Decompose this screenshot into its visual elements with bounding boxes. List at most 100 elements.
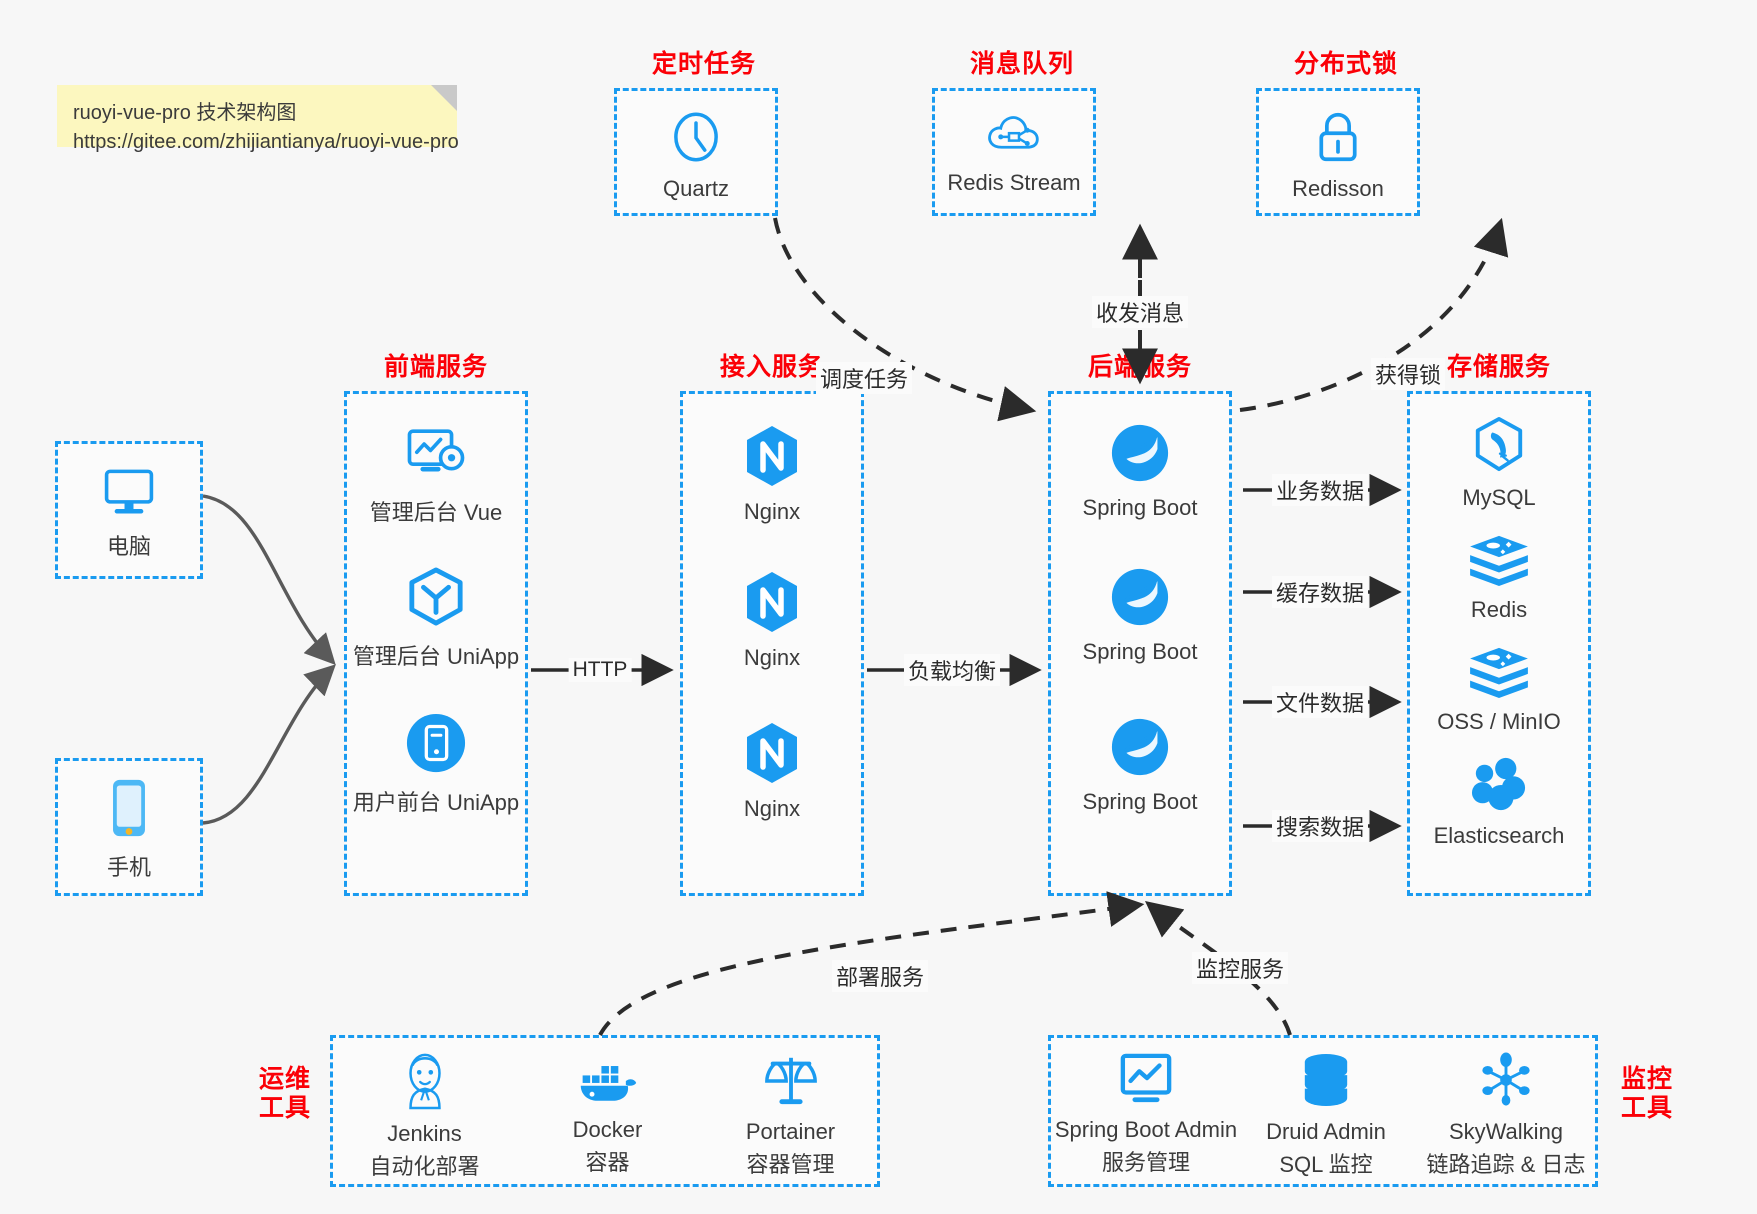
note-fold-corner — [431, 85, 457, 111]
node-label: Nginx — [743, 645, 801, 670]
group-title-mq: 消息队列 — [969, 50, 1074, 78]
group-box-monitoring: Spring Boot Admin 服务管理 Druid Admin SQL 监… — [1048, 1035, 1598, 1187]
group-title-frontend: 前端服务 — [383, 353, 488, 381]
node-spring-boot-2[interactable]: Spring Boot — [1051, 566, 1229, 665]
node-sublabel: 链路追踪 & 日志 — [1426, 1152, 1586, 1177]
cloud-stream-icon — [935, 109, 1093, 164]
jenkins-icon — [333, 1052, 516, 1115]
desktop-icon — [58, 466, 200, 523]
node-nginx-3[interactable]: Nginx — [683, 721, 861, 822]
redis-icon — [1410, 534, 1588, 591]
node-spring-boot-3[interactable]: Spring Boot — [1051, 716, 1229, 815]
node-admin-vue[interactable]: 管理后台 Vue — [347, 426, 525, 527]
node-portainer[interactable]: Portainer 容器管理 — [699, 1052, 882, 1179]
node-label: Redis — [1470, 597, 1528, 622]
node-redis-stream[interactable]: Redis Stream — [935, 109, 1093, 196]
monitor-chart-icon — [1051, 1052, 1241, 1111]
node-sublabel: 服务管理 — [1101, 1150, 1190, 1175]
node-label: 管理后台 Vue — [369, 500, 503, 525]
node-sublabel: 容器 — [585, 1150, 630, 1175]
edge-label-acquire-lock: 获得锁 — [1370, 358, 1446, 390]
node-label: Redisson — [1292, 176, 1384, 201]
group-box-lock: Redisson — [1256, 88, 1420, 216]
group-box-frontend: 管理后台 Vue 管理后台 UniApp 用户前台 UniApp — [344, 391, 528, 896]
docker-icon — [516, 1058, 699, 1111]
nginx-icon — [683, 721, 861, 790]
group-title-devops-line2: 工具 — [258, 1093, 311, 1122]
group-title-devops-line1: 运维 — [258, 1065, 311, 1093]
node-nginx-2[interactable]: Nginx — [683, 570, 861, 671]
node-sublabel: 自动化部署 — [369, 1154, 480, 1179]
dashboard-gear-icon — [347, 426, 525, 489]
group-box-devops: Jenkins 自动化部署 Docker 容器 — [330, 1035, 880, 1187]
edge-label-file-data: 文件数据 — [1271, 686, 1369, 718]
node-jenkins[interactable]: Jenkins 自动化部署 — [333, 1052, 516, 1181]
node-admin-uniapp[interactable]: 管理后台 UniApp — [347, 566, 525, 671]
group-title-monitoring: 监控 工具 — [1612, 1065, 1682, 1123]
node-label: 手机 — [106, 855, 151, 880]
node-label: OSS / MinIO — [1437, 709, 1561, 734]
group-title-devops: 运维 工具 — [250, 1065, 320, 1123]
node-skywalking[interactable]: SkyWalking 链路追踪 & 日志 — [1411, 1052, 1601, 1179]
note-line-2: https://gitee.com/zhijiantianya/ruoyi-vu… — [73, 131, 459, 153]
node-druid-admin[interactable]: Druid Admin SQL 监控 — [1241, 1052, 1411, 1179]
edge-label-cache-data: 缓存数据 — [1271, 576, 1369, 608]
group-title-monitoring-line1: 监控 — [1620, 1065, 1673, 1093]
node-docker[interactable]: Docker 容器 — [516, 1058, 699, 1177]
group-title-lock: 分布式锁 — [1293, 50, 1398, 78]
lock-icon — [1259, 109, 1417, 170]
phone-icon — [58, 777, 200, 844]
node-label: Redis Stream — [947, 170, 1081, 195]
nginx-icon — [683, 570, 861, 639]
node-oss-minio[interactable]: OSS / MinIO — [1410, 646, 1588, 735]
node-label: 管理后台 UniApp — [352, 644, 520, 669]
node-redis[interactable]: Redis — [1410, 534, 1588, 623]
node-label: 用户前台 UniApp — [352, 790, 520, 815]
mobile-circle-icon — [347, 712, 525, 779]
group-title-monitoring-line2: 工具 — [1620, 1093, 1673, 1122]
node-elasticsearch[interactable]: Elasticsearch — [1410, 756, 1588, 849]
node-redisson[interactable]: Redisson — [1259, 109, 1417, 202]
edge-label-schedule-task: 调度任务 — [815, 362, 913, 394]
nginx-icon — [683, 424, 861, 493]
node-nginx-1[interactable]: Nginx — [683, 424, 861, 525]
edge-label-monitor-service: 监控服务 — [1191, 952, 1289, 984]
note-line-1: ruoyi-vue-pro 技术架构图 — [73, 102, 297, 124]
node-mysql[interactable]: MySQL — [1410, 416, 1588, 511]
node-phone[interactable]: 手机 — [58, 777, 200, 882]
node-label: Jenkins — [387, 1121, 462, 1146]
edge-label-load-balance: 负载均衡 — [903, 654, 1001, 686]
node-label: 电脑 — [106, 534, 151, 559]
mysql-icon — [1410, 416, 1588, 479]
edge-label-search-data: 搜索数据 — [1271, 810, 1369, 842]
node-spring-boot-1[interactable]: Spring Boot — [1051, 422, 1229, 521]
clock-icon — [617, 109, 775, 170]
edge-label-http: HTTP — [568, 658, 632, 682]
redis-icon — [1410, 646, 1588, 703]
edge-label-send-receive-msg: 收发消息 — [1091, 296, 1189, 328]
group-title-scheduler: 定时任务 — [651, 50, 756, 78]
node-label: Druid Admin — [1266, 1119, 1386, 1144]
node-desktop[interactable]: 电脑 — [58, 466, 200, 561]
group-box-backend: Spring Boot Spring Boot Spring Boot — [1048, 391, 1232, 896]
node-sublabel: SQL 监控 — [1279, 1152, 1373, 1177]
node-label: Docker — [572, 1117, 643, 1142]
group-box-client-phone: 手机 — [55, 758, 203, 896]
edge-label-business-data: 业务数据 — [1271, 474, 1369, 506]
node-label: Quartz — [662, 176, 730, 201]
node-label: Spring Boot Admin — [1054, 1117, 1238, 1142]
scales-icon — [699, 1052, 882, 1113]
node-quartz[interactable]: Quartz — [617, 109, 775, 202]
node-spring-boot-admin[interactable]: Spring Boot Admin 服务管理 — [1051, 1052, 1241, 1177]
node-label: Nginx — [743, 499, 801, 524]
spring-boot-icon — [1051, 716, 1229, 783]
node-user-uniapp[interactable]: 用户前台 UniApp — [347, 712, 525, 817]
skywalking-icon — [1411, 1052, 1601, 1113]
sticky-note: ruoyi-vue-pro 技术架构图 https://gitee.com/zh… — [57, 85, 459, 153]
group-box-mq: Redis Stream — [932, 88, 1096, 216]
node-sublabel: 容器管理 — [746, 1152, 835, 1177]
group-box-gateway: Nginx Nginx Nginx — [680, 391, 864, 896]
spring-boot-icon — [1051, 566, 1229, 633]
elasticsearch-icon — [1410, 756, 1588, 817]
